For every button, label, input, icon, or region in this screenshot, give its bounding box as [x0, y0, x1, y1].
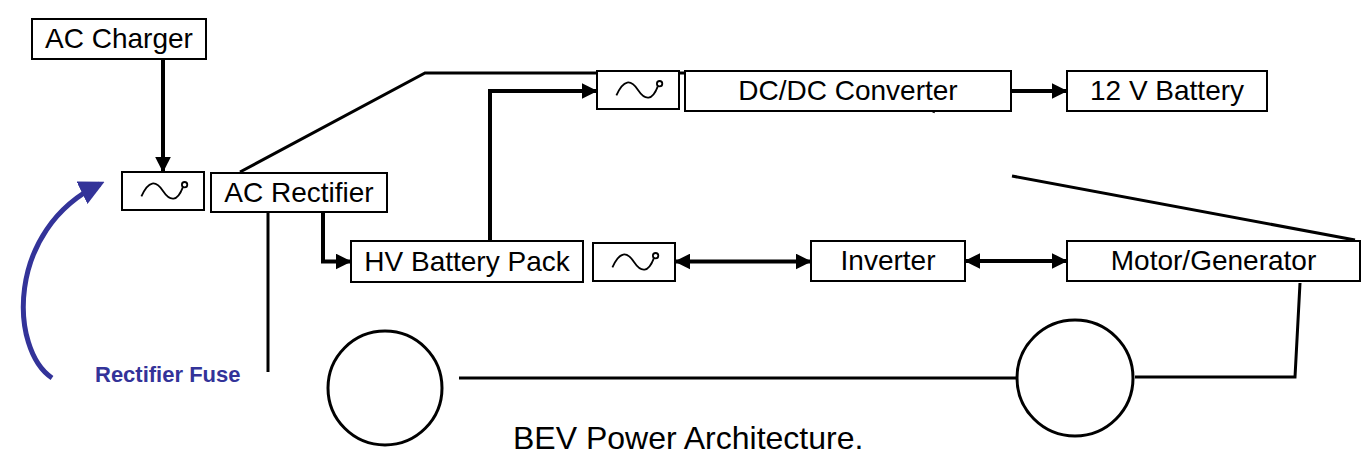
fuse-symbol: [121, 171, 205, 211]
box-label: Inverter: [833, 245, 944, 277]
car-bottom: [459, 377, 1018, 380]
box-label: AC Charger: [37, 23, 201, 55]
power-connector: [1012, 89, 1066, 93]
box-label: Motor/Generator: [1103, 245, 1324, 277]
box-label: HV Battery Pack: [356, 246, 577, 278]
figure-caption: BEV Power Architecture.: [513, 420, 863, 457]
car-rear: [1135, 283, 1300, 377]
front-wheel: [328, 331, 442, 445]
car-front: [267, 213, 270, 372]
callout-arrow: [23, 184, 100, 378]
component-box: AC Rectifier: [210, 172, 388, 213]
power-connector: [323, 213, 350, 262]
callout-label: Rectifier Fuse: [95, 362, 241, 388]
component-box: DC/DC Converter: [684, 70, 1012, 112]
power-connector: [676, 260, 810, 264]
rear-wheel: [1017, 320, 1133, 436]
fuse-symbol: [592, 242, 676, 282]
power-connector: [966, 259, 1066, 263]
power-connector: [161, 60, 165, 171]
box-label: 12 V Battery: [1082, 75, 1252, 107]
car-hood: [1012, 176, 1355, 240]
fuse-symbol: [596, 70, 680, 110]
box-label: AC Rectifier: [216, 177, 381, 209]
power-connector: [490, 91, 596, 240]
component-box: HV Battery Pack: [350, 240, 584, 283]
component-box: Inverter: [810, 240, 966, 282]
component-box: Motor/Generator: [1066, 240, 1361, 282]
component-box: 12 V Battery: [1066, 70, 1268, 112]
component-box: AC Charger: [31, 18, 207, 60]
box-label: DC/DC Converter: [730, 75, 965, 107]
